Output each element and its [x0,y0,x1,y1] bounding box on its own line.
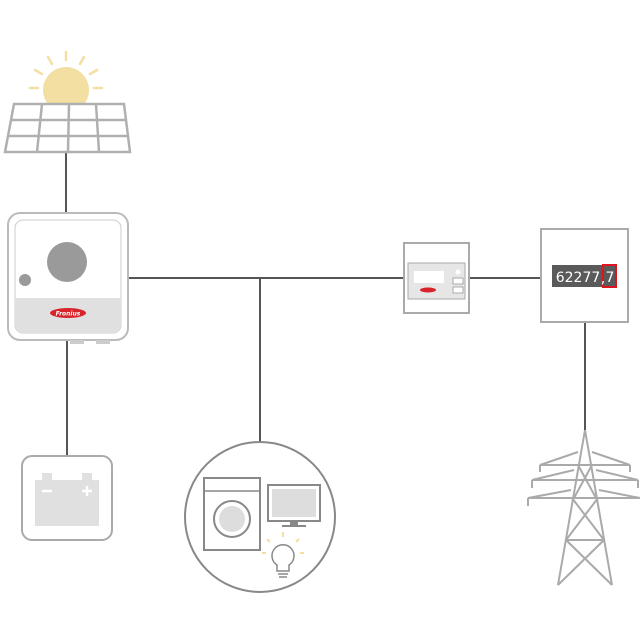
household-loads[interactable] [184,441,336,593]
solar-panel-icon [3,102,132,154]
battery-terminals-icon [42,486,92,496]
meter-decimal-separator: , [601,271,605,287]
smart-meter[interactable] [403,242,470,314]
inverter-display-icon [47,242,87,282]
utility-meter[interactable]: 62277 , 7 [540,228,629,323]
inverter[interactable]: Fronius [7,212,129,344]
light-bulb-icon [262,532,304,578]
tv-monitor-icon [267,484,321,527]
fronius-logo-text: Fronius [56,311,81,318]
meter-reading-decimal: 7 [606,270,615,286]
power-pylon-icon [527,429,640,586]
fronius-logo [420,287,436,293]
washing-machine-icon [203,477,261,551]
battery[interactable] [21,455,113,541]
inverter-led-icon [19,274,31,286]
connection-lines [65,152,586,456]
fronius-logo [50,308,86,318]
meter-reading-main: 62277 [556,270,601,286]
sun-icon [28,50,104,113]
smart-meter-display [414,271,444,283]
